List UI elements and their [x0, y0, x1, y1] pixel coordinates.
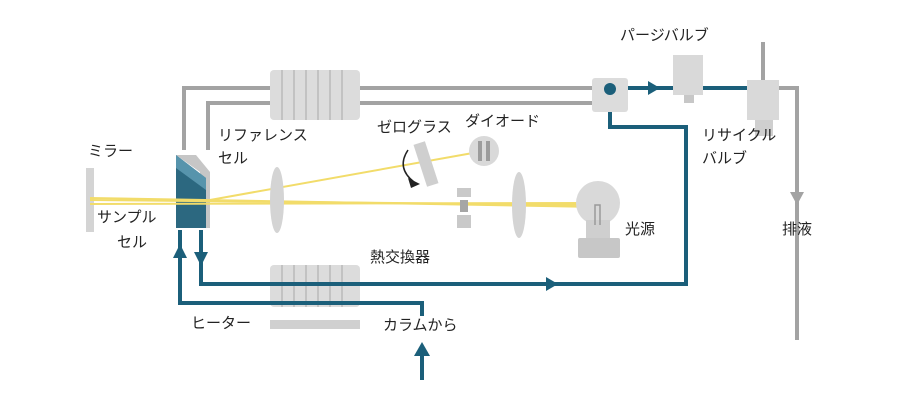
reference-inner-line [206, 101, 604, 150]
return-arrow-icon [546, 277, 558, 291]
sample-outlet-line [199, 95, 688, 286]
sample-cell-label-line2: セル [117, 233, 148, 251]
purge-valve-port [604, 83, 616, 95]
lens-right [512, 172, 526, 238]
drain-label: 排液 [782, 220, 813, 238]
from-column-label: カラムから [383, 316, 458, 334]
reference-cell-label-line2: セル [218, 149, 249, 167]
diode-beam [209, 150, 485, 201]
slit-assembly [457, 188, 471, 228]
purge-valve [592, 78, 628, 112]
heat-exchanger-label: 熱交換器 [370, 248, 431, 266]
column-arrow-icon [414, 342, 430, 356]
recycle-valve-label: リサイクル [702, 126, 777, 144]
flow-arrows [173, 81, 660, 356]
heater-label: ヒーター [191, 314, 252, 332]
purge-valve-label: パージバルブ [620, 26, 709, 44]
sample-cell-highlight [176, 155, 206, 190]
light-source-lamp [576, 181, 620, 258]
heat-exchanger-top-coil [270, 70, 360, 120]
reference-cell-label: リファレンス [218, 126, 308, 144]
flow-cell [176, 155, 210, 228]
recycle-valve [747, 80, 779, 136]
purge-arrow-icon [648, 81, 660, 95]
purge-valve-actuator [673, 55, 703, 103]
reference-outer-line [182, 86, 686, 150]
inlet-arrow-icon [173, 244, 187, 258]
mirror-label: ミラー [88, 142, 134, 160]
zero-glass [413, 141, 439, 187]
light-source-label: 光源 [625, 220, 656, 238]
recycle-valve-label-line2: バルブ [702, 149, 748, 167]
zero-glass-label: ゼログラス [377, 118, 452, 136]
drain-arrow-icon [790, 192, 804, 205]
heater-bar [270, 320, 360, 329]
diode [469, 136, 499, 166]
diode-label: ダイオード [465, 112, 541, 130]
sample-cell-label: サンプル [97, 208, 157, 226]
rotation-arrow-icon [402, 149, 415, 183]
sample-inlet-line [178, 230, 424, 316]
lens-left [270, 167, 284, 233]
outlet-arrow-icon [194, 252, 208, 266]
rotation-arrowhead-icon [408, 178, 420, 188]
